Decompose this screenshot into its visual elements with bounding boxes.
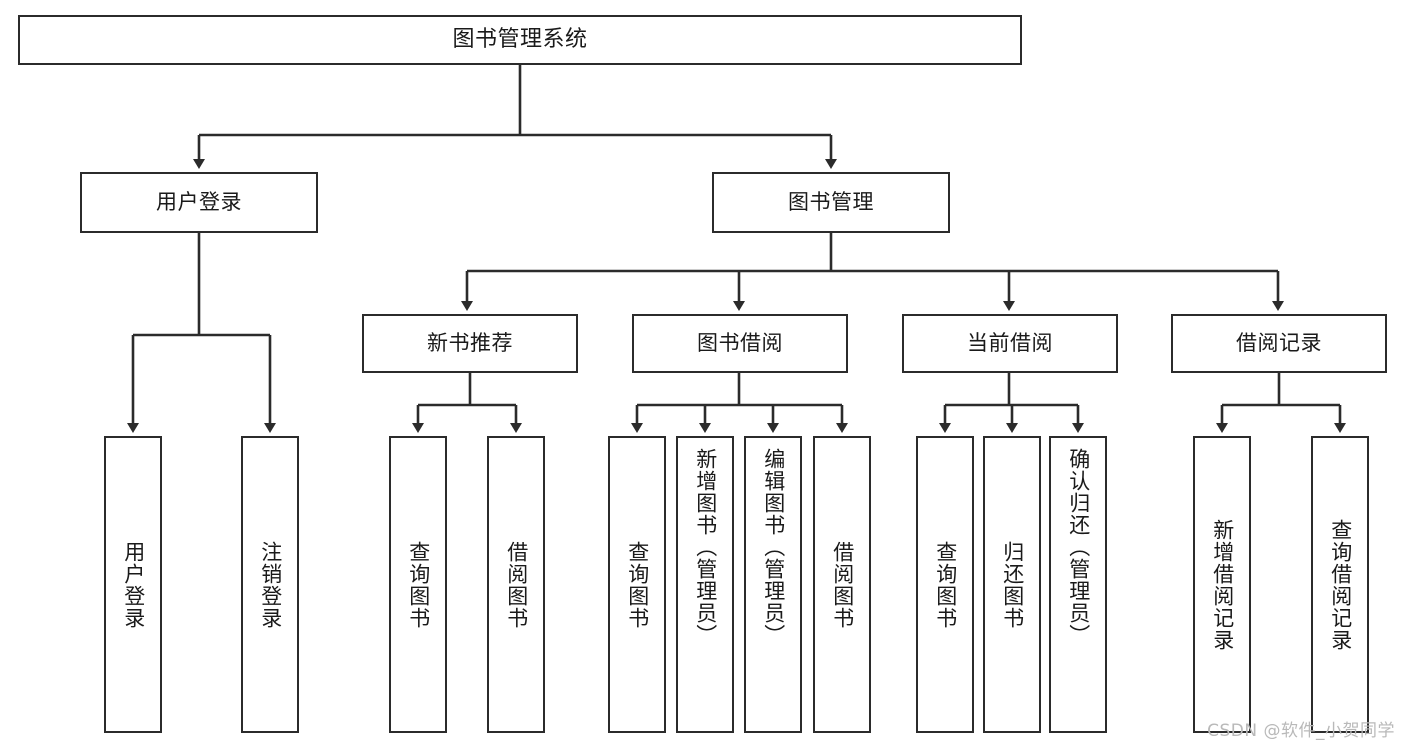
node-label: 新增借阅记录 (1210, 518, 1235, 651)
node-label: 确认归还（管理员） (1066, 448, 1091, 646)
node-leaf-add-borrow-record[interactable]: 新增借阅记录 (1193, 436, 1251, 733)
node-root-book-management-system[interactable]: 图书管理系统 (18, 15, 1022, 65)
node-label: 借阅记录 (1236, 331, 1322, 356)
node-leaf-logout[interactable]: 注销登录 (241, 436, 299, 733)
node-leaf-add-book-admin[interactable]: 新增图书（管理员） (676, 436, 734, 733)
node-label: 图书管理 (788, 190, 874, 215)
node-current-borrow[interactable]: 当前借阅 (902, 314, 1118, 373)
node-label: 新增图书（管理员） (693, 448, 718, 646)
node-leaf-borrow-book-recommend[interactable]: 借阅图书 (487, 436, 545, 733)
node-leaf-borrow-book[interactable]: 借阅图书 (813, 436, 871, 733)
node-label: 用户登录 (156, 190, 242, 215)
node-label: 借阅图书 (504, 540, 529, 629)
node-label: 注销登录 (258, 540, 283, 629)
node-label: 编辑图书（管理员） (761, 448, 786, 646)
node-leaf-query-borrow-record[interactable]: 查询借阅记录 (1311, 436, 1369, 733)
node-label: 查询借阅记录 (1328, 518, 1353, 651)
node-book-management[interactable]: 图书管理 (712, 172, 950, 233)
node-label: 用户登录 (121, 540, 146, 629)
node-leaf-query-book-recommend[interactable]: 查询图书 (389, 436, 447, 733)
node-user-login[interactable]: 用户登录 (80, 172, 318, 233)
node-leaf-confirm-return-admin[interactable]: 确认归还（管理员） (1049, 436, 1107, 733)
node-leaf-query-book-borrow[interactable]: 查询图书 (608, 436, 666, 733)
node-new-book-recommend[interactable]: 新书推荐 (362, 314, 578, 373)
node-label: 图书管理系统 (452, 27, 588, 53)
node-label: 归还图书 (1000, 540, 1025, 629)
node-label: 查询图书 (625, 540, 650, 629)
node-leaf-edit-book-admin[interactable]: 编辑图书（管理员） (744, 436, 802, 733)
node-book-borrow[interactable]: 图书借阅 (632, 314, 848, 373)
node-label: 新书推荐 (427, 331, 513, 356)
node-label: 借阅图书 (830, 540, 855, 629)
node-leaf-return-book[interactable]: 归还图书 (983, 436, 1041, 733)
node-label: 查询图书 (933, 540, 958, 629)
node-borrow-record[interactable]: 借阅记录 (1171, 314, 1387, 373)
node-leaf-query-book-current[interactable]: 查询图书 (916, 436, 974, 733)
node-leaf-user-login[interactable]: 用户登录 (104, 436, 162, 733)
node-label: 查询图书 (406, 540, 431, 629)
csdn-watermark: CSDN @软件_小贺同学 (1207, 721, 1395, 741)
node-label: 图书借阅 (697, 331, 783, 356)
node-label: 当前借阅 (967, 331, 1053, 356)
